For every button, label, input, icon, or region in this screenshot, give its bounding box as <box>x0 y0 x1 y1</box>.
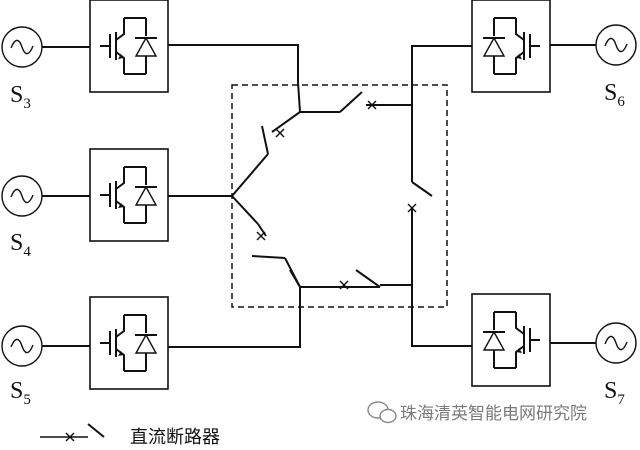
source-label-s7: S7 <box>604 378 625 408</box>
branch-to-bottom <box>231 195 259 225</box>
station-s3: S3 <box>1 0 169 112</box>
dc-line-s5 <box>168 287 301 348</box>
ac-source-s3 <box>1 26 43 68</box>
dc-line-s6 <box>411 45 472 105</box>
watermark-text: 珠海清英智能电网研究院 <box>400 404 587 424</box>
legend-label: 直流断路器 <box>130 427 220 448</box>
source-label-s4: S4 <box>10 230 31 260</box>
converter-s3 <box>89 0 169 93</box>
dc-breaker-bottom <box>339 269 381 290</box>
converter-s7 <box>471 293 551 387</box>
converter-s5 <box>89 296 169 390</box>
ac-source-s4 <box>1 175 43 217</box>
source-label-s3: S3 <box>10 82 31 112</box>
watermark: 珠海清英智能电网研究院 <box>367 401 587 424</box>
dc-line-s3 <box>168 44 301 113</box>
legend: 直流断路器 <box>40 423 220 448</box>
station-s5: S5 <box>1 296 169 408</box>
ac-source-s7 <box>595 322 637 364</box>
wechat-icon <box>367 401 397 424</box>
dc-breaker-upper-left <box>261 111 301 155</box>
legend-switch <box>87 423 105 438</box>
converter-s4 <box>89 148 169 242</box>
ac-source-s5 <box>1 325 43 367</box>
converter-s6 <box>471 0 551 93</box>
station-s7: S7 <box>471 293 637 408</box>
dc-breaker-right <box>407 181 433 213</box>
dc-line-s7 <box>411 285 472 347</box>
ac-source-s6 <box>595 24 637 66</box>
source-label-s6: S6 <box>604 80 625 110</box>
dc-breaker-zone <box>231 84 448 308</box>
dc-breaker-top <box>339 91 377 113</box>
station-s4: S4 <box>1 148 169 260</box>
source-label-s5: S5 <box>10 378 31 408</box>
dc-breaker-lower-left <box>251 223 301 288</box>
branch-to-top <box>231 153 269 197</box>
station-s6: S6 <box>471 0 637 110</box>
